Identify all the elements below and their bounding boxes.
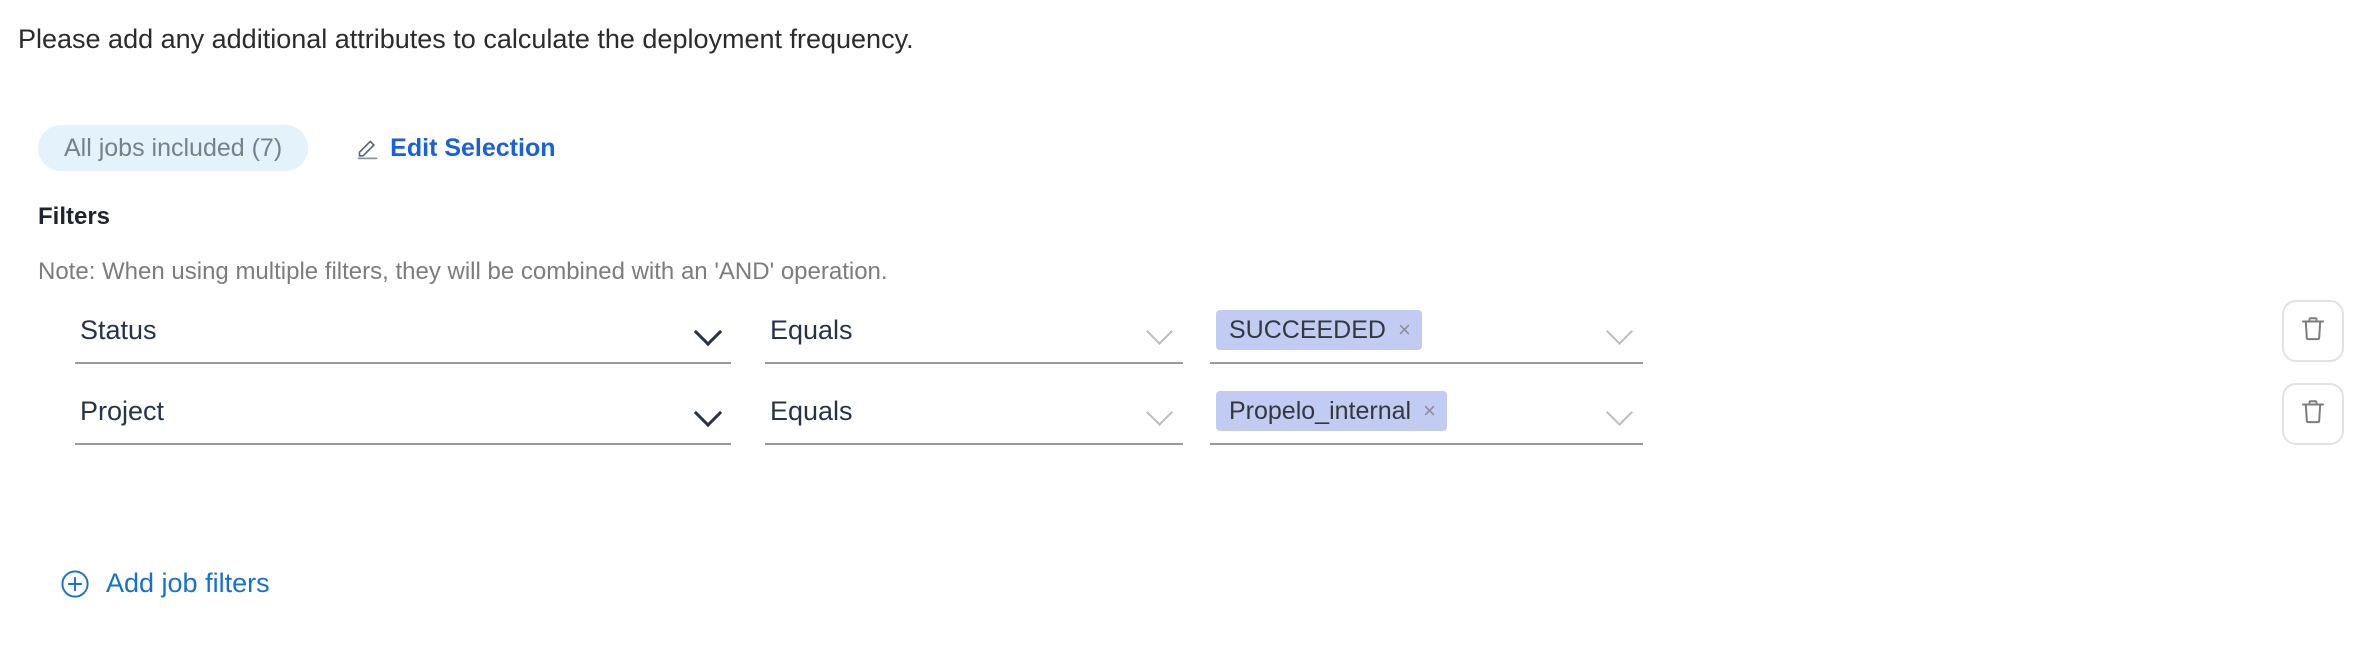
all-jobs-included-chip[interactable]: All jobs included (7) — [38, 125, 309, 171]
edit-selection-button[interactable]: Edit Selection — [356, 134, 555, 163]
filter-operator-select[interactable]: Equals — [765, 379, 1183, 445]
chevron-down-icon — [693, 315, 723, 345]
plus-circle-icon — [60, 569, 90, 599]
delete-filter-button[interactable] — [2282, 383, 2344, 445]
chevron-down-icon — [1605, 396, 1635, 426]
add-job-filters-label: Add job filters — [106, 568, 270, 598]
chevron-down-icon — [1605, 315, 1635, 345]
filter-value-tag-label: Propelo_internal — [1229, 397, 1412, 425]
delete-filter-button[interactable] — [2282, 300, 2344, 362]
chevron-down-icon — [1145, 396, 1175, 426]
filter-value-tag-label: SUCCEEDED — [1229, 316, 1386, 344]
chevron-down-icon — [1145, 315, 1175, 345]
add-job-filters-button[interactable]: Add job filters — [60, 568, 270, 599]
filter-attribute-value: Status — [80, 314, 157, 345]
chevron-down-icon — [693, 396, 723, 426]
filter-value-select[interactable]: SUCCEEDED × — [1210, 298, 1643, 364]
filter-operator-value: Equals — [770, 395, 853, 426]
close-icon[interactable]: × — [1397, 317, 1411, 342]
filter-row: Project Equals Propelo_internal × — [0, 379, 2376, 451]
filter-value-select[interactable]: Propelo_internal × — [1210, 379, 1643, 445]
filters-note: Note: When using multiple filters, they … — [38, 258, 888, 285]
filter-attribute-select[interactable]: Status — [75, 298, 731, 364]
trash-icon — [2300, 398, 2326, 431]
filter-attribute-select[interactable]: Project — [75, 379, 731, 445]
filter-attribute-value: Project — [80, 395, 165, 426]
pencil-icon — [356, 136, 380, 160]
filter-row: Status Equals SUCCEEDED × — [0, 298, 2376, 370]
job-selection-row: All jobs included (7) Edit Selection — [38, 125, 555, 171]
filter-operator-select[interactable]: Equals — [765, 298, 1183, 364]
close-icon[interactable]: × — [1423, 398, 1436, 423]
filter-value-tag[interactable]: SUCCEEDED × — [1216, 310, 1422, 350]
intro-text: Please add any additional attributes to … — [18, 24, 914, 54]
filter-value-tag[interactable]: Propelo_internal × — [1216, 391, 1447, 431]
filters-heading: Filters — [38, 203, 111, 230]
trash-icon — [2300, 315, 2326, 348]
filter-operator-value: Equals — [770, 314, 853, 345]
edit-selection-label: Edit Selection — [390, 133, 556, 162]
